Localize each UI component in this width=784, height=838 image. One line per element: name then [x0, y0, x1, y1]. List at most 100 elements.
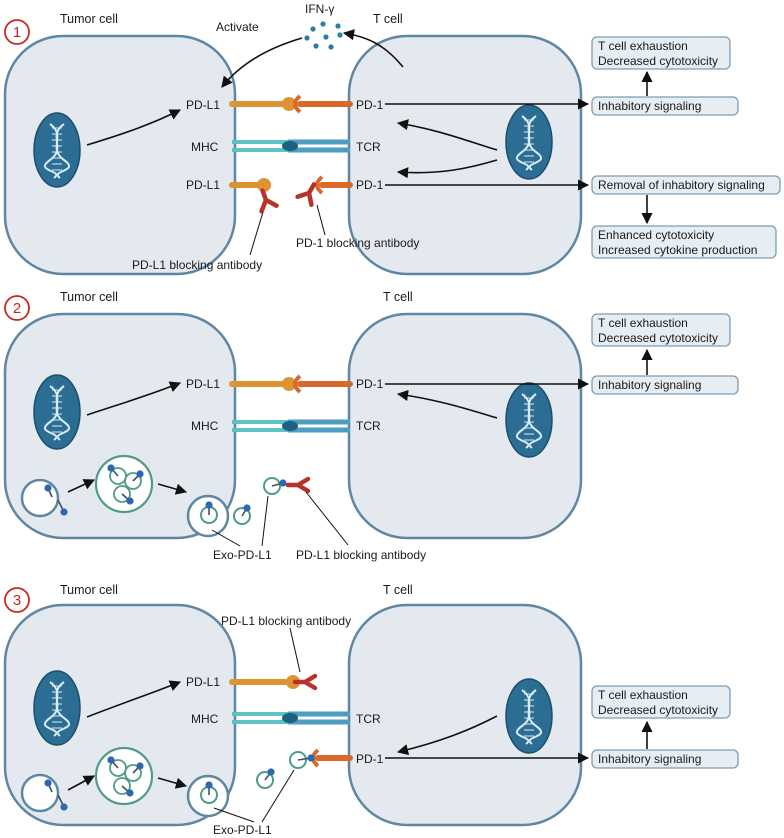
dna-strand — [515, 393, 537, 449]
mvb-membrane — [94, 454, 154, 514]
panel-2-pd1-label: PD-1 — [356, 377, 384, 391]
panel-3-mhc-label: MHC — [191, 712, 219, 726]
panel-number-ring — [4, 295, 30, 321]
antigen-peptide — [282, 141, 298, 151]
leader-line — [316, 204, 326, 236]
box-line: Decreased cytotoxicity — [598, 54, 718, 68]
panel-1-pd1-free — [315, 175, 353, 195]
ifn-gamma-dot — [335, 23, 341, 29]
panel-number-digit: 3 — [13, 592, 21, 609]
panel-1-t-cell — [347, 34, 583, 276]
leader-line — [289, 627, 301, 673]
dna-strand — [43, 681, 65, 737]
panel-2-exo-label: Exo-PD-L1 — [213, 548, 272, 562]
intraluminal-vesicle — [124, 472, 142, 490]
box-line: T cell exhaustion — [598, 688, 688, 702]
panel-3-exo-label: Exo-PD-L1 — [213, 823, 272, 837]
panel-1-mhc-tcr — [232, 139, 350, 153]
intraluminal-vesicle — [124, 764, 142, 782]
panel-1-pd1-label: PD-1 — [356, 98, 384, 112]
panel-1-tumor-nucleus — [33, 112, 81, 188]
ligand-dot — [205, 781, 213, 789]
panel-3-endocytic-notch — [20, 773, 60, 813]
panel-1-ifn-label: IFN-γ — [305, 2, 334, 16]
ligand-dot — [279, 479, 287, 487]
ifn-gamma-dot — [337, 32, 343, 38]
panel-3-pdl1-expression-arrow — [86, 680, 182, 718]
ligand-dot — [307, 754, 315, 762]
panel-1-tcr-label: TCR — [356, 140, 381, 154]
ligand-dot — [205, 501, 213, 509]
ligand-dot — [107, 464, 115, 472]
ligand-dot — [60, 803, 68, 811]
panel-1-pdl1-label: PD-L1 — [186, 98, 220, 112]
panel-2-tumor-cell — [3, 312, 237, 540]
exosome-pdl1 — [205, 781, 213, 795]
pdl1-head — [257, 178, 271, 192]
panel-3-pd1-label: PD-1 — [356, 752, 384, 766]
panel-3-mvb — [94, 746, 154, 806]
ifn-gamma-dot — [313, 43, 319, 49]
panel-2-mhc-tcr — [232, 419, 350, 433]
panel-3-endocytosis-arrow — [67, 775, 95, 791]
panel-2-tcell-title: T cell — [383, 290, 413, 304]
panel-1-pd1-antibody — [295, 182, 317, 208]
panel-3-exosome-releasing — [200, 781, 218, 804]
box-text: Removal of inhabitory signaling — [598, 178, 765, 192]
leader-line — [261, 495, 269, 547]
ifn-secretion-arrow — [342, 29, 404, 68]
panel-3-tumor-nucleus — [33, 670, 81, 746]
panel-2-number: ②2 — [4, 295, 30, 321]
panel-2-exosome-releasing — [200, 501, 218, 524]
box-line: T cell exhaustion — [598, 316, 688, 330]
panel-1-tcr-activation-arrow — [396, 119, 498, 151]
ilv-pdl1 — [132, 762, 144, 774]
leader-line — [249, 211, 264, 256]
box-line: Enhanced cytotoxicity — [598, 228, 714, 242]
panel-2-exosome-free — [263, 477, 287, 495]
box-line: Inhabitory signaling — [598, 378, 701, 392]
ligand-dot — [107, 756, 115, 764]
pd1-cup — [315, 175, 324, 195]
ligand-dot — [126, 789, 134, 797]
exosome-pdl1 — [297, 754, 315, 762]
box-line: Increased cytokine production — [598, 243, 757, 257]
box-line: T cell exhaustion — [598, 39, 688, 53]
panel-1-removal-box: Removal of inhabitory signaling — [591, 175, 781, 195]
panel-2-mvb — [94, 454, 154, 514]
panel-2-pdl1-label: PD-L1 — [186, 377, 220, 391]
panel-2-pdl1-pd1-bound — [229, 374, 353, 394]
intraluminal-vesicle — [113, 777, 131, 795]
panel-3-inhibitory-box: Inhabitory signaling — [591, 749, 739, 769]
ligand-dot — [126, 497, 134, 505]
panel-1-mhc-label: MHC — [191, 140, 219, 154]
panel-3-membrane-pdl1 — [44, 779, 53, 793]
ligand-dot — [136, 470, 144, 478]
panel-2-pd1-expression-arrow — [396, 389, 498, 419]
leader-line — [261, 769, 295, 823]
ligand-dot — [243, 504, 251, 512]
panel-2-membrane-pdl1 — [57, 499, 68, 516]
panel-3-tcell-nucleus — [505, 678, 553, 754]
dna-strand — [43, 123, 65, 179]
panel-1-tumor-title: Tumor cell — [60, 12, 118, 26]
panel-1-activate-label: Activate — [216, 20, 259, 34]
exosome-pdl1 — [241, 504, 251, 517]
antigen-peptide — [282, 713, 298, 723]
panel-1-tcell-nucleus — [505, 104, 553, 180]
panel-3-number: ③3 — [4, 587, 30, 613]
panel-3-pd1-expression-arrow — [396, 715, 498, 756]
box-frame — [591, 225, 777, 259]
panel-2-inhibitory-box: Inhabitory signaling — [591, 375, 739, 395]
ifn-gamma-dot — [323, 34, 329, 40]
panel-1-pdl1-free — [229, 178, 271, 192]
dna-strand — [515, 689, 537, 745]
box-text: Inhabitory signaling — [598, 99, 701, 113]
panel-2-tcr-label: TCR — [356, 419, 381, 433]
box-frame — [591, 313, 731, 347]
